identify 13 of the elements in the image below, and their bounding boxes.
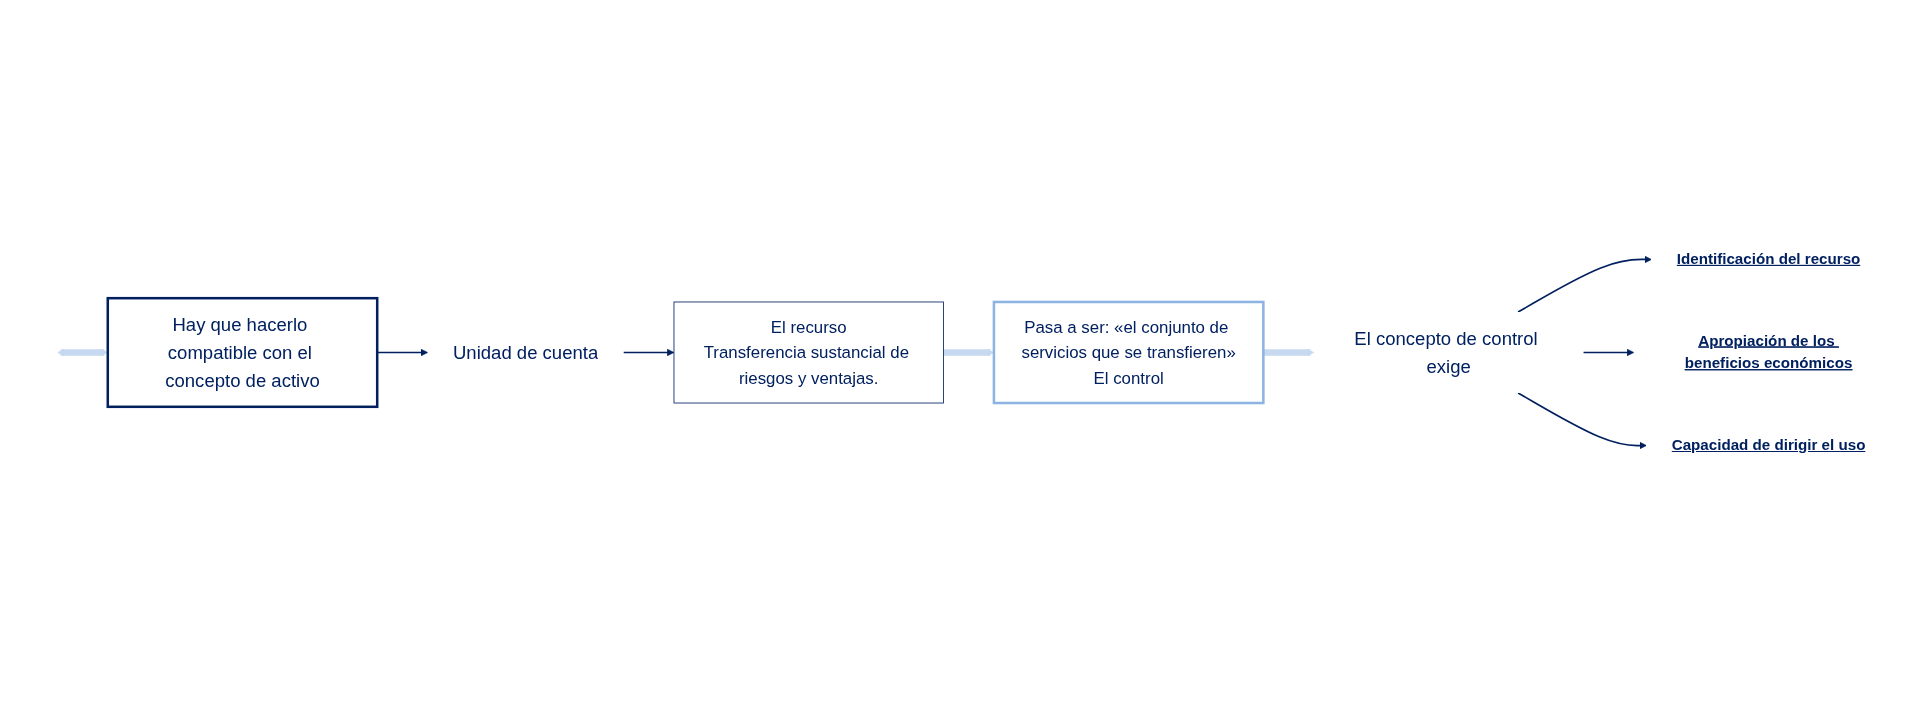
node-text: Identificación del recurso [1676, 250, 1861, 268]
node-box: Hay que hacerlo compatible con el concepto de activo [106, 296, 379, 409]
arrow [1517, 392, 1647, 450]
node-box: El recurso Transferencia sustancial de riesgos y ventajas. [673, 301, 944, 404]
node-text: El concepto de control exige [1354, 328, 1538, 377]
node-text: Capacidad de dirigir el uso [1671, 436, 1866, 454]
node-text: Apropiación de los beneficios económicos [1684, 332, 1853, 372]
arrow [1582, 348, 1635, 357]
arrow [622, 348, 675, 357]
arrow [1263, 348, 1315, 357]
node-text: Unidad de cuenta [452, 341, 599, 364]
arrow [1517, 255, 1652, 313]
node-box: Pasa a ser: «el conjunto de servicios que se transfieren» El control [992, 300, 1265, 405]
